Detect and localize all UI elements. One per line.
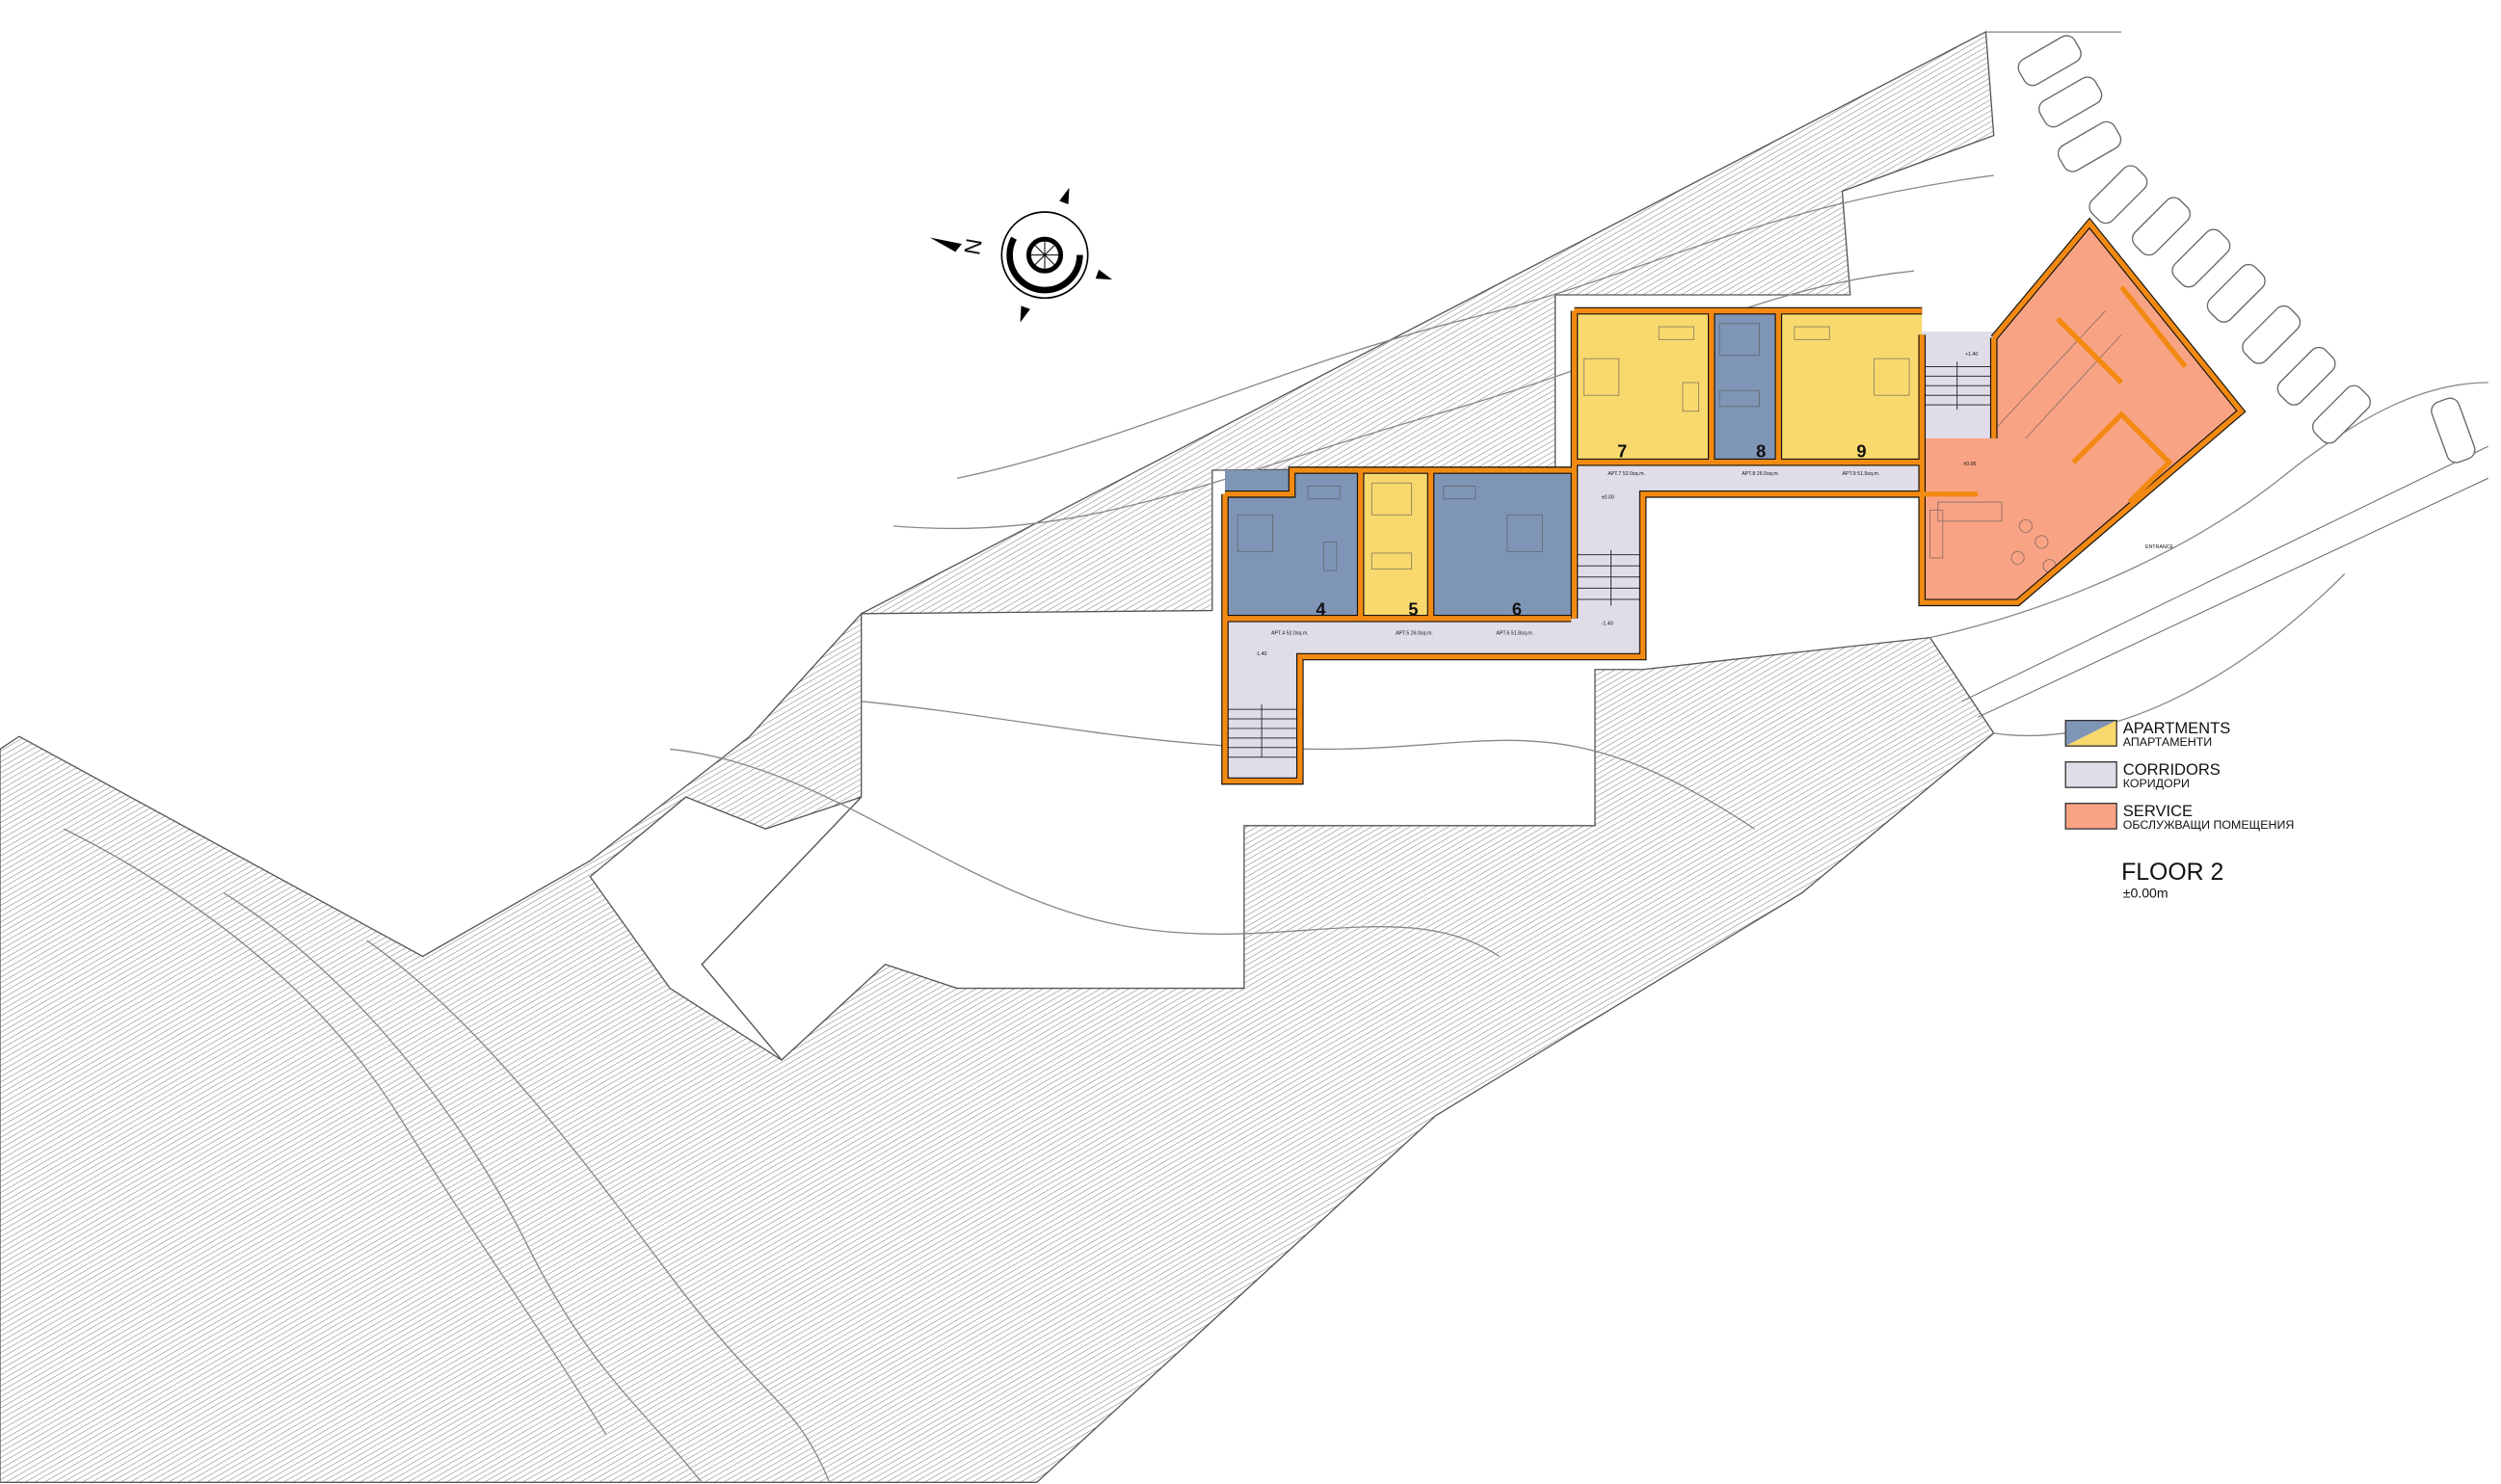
- contour-line: [861, 701, 1755, 830]
- legend-label: CORRIDORS: [2123, 760, 2221, 779]
- car-icon: [2312, 384, 2371, 444]
- compass-north-label: N: [959, 237, 987, 257]
- contour-line: [63, 828, 607, 1436]
- walls: [1221, 217, 2247, 785]
- legend-sublabel: АПАРТАМЕНТИ: [2123, 735, 2212, 749]
- parking: [2017, 35, 2476, 464]
- building: 4 5 6 7 8 9 APT.4 52.0sq.m. APT.5 26.0sq…: [1221, 217, 2247, 785]
- terrain: [0, 31, 2488, 1484]
- apartment-area-label: APT.7 52.0sq.m.: [1608, 471, 1645, 477]
- car-icon: [2276, 346, 2336, 406]
- contour-line: [892, 270, 1915, 530]
- apartment-6: [1430, 469, 1575, 619]
- contour-line: [1993, 573, 2346, 737]
- car-icon: [2038, 76, 2103, 128]
- level-mark: ±0.00: [1602, 495, 1614, 501]
- car-icon: [2017, 35, 2082, 87]
- contour-line: [670, 748, 1501, 958]
- legend-sublabel: КОРИДОРИ: [2123, 777, 2190, 790]
- plaza-outline: [589, 796, 863, 1061]
- car-icon: [2242, 305, 2301, 364]
- entrance-label: ENTRANCE: [2145, 544, 2174, 550]
- car-icon: [2431, 397, 2476, 464]
- hatched-slope-lower: [0, 612, 1995, 1484]
- legend-item-apartments: APARTMENTS АПАРТАМЕНТИ: [2064, 719, 2230, 749]
- stair-left: [1225, 618, 1300, 782]
- level-mark: -1.40: [1255, 651, 1266, 657]
- apartment-9: [1778, 310, 1923, 463]
- contour-line: [366, 940, 831, 1483]
- car-icon: [2206, 263, 2266, 323]
- apartment-8: [1711, 310, 1779, 463]
- apartment-number: 9: [1856, 442, 1866, 462]
- contour-line: [956, 174, 1994, 479]
- legend-label: APARTMENTS: [2123, 719, 2230, 737]
- apartment-number: 5: [1408, 600, 1418, 620]
- car-icon: [2057, 120, 2122, 172]
- apartment-number: 8: [1756, 442, 1766, 462]
- legend-item-corridors: CORRIDORS КОРИДОРИ: [2064, 760, 2221, 790]
- apartment-number: 7: [1617, 442, 1627, 462]
- apartment-area-label: APT.5 26.0sq.m.: [1396, 630, 1433, 636]
- legend-label: SERVICE: [2123, 802, 2193, 820]
- floor-title: FLOOR 2: [2121, 860, 2223, 886]
- apartment-area-label: APT.4 52.0sq.m.: [1271, 630, 1309, 636]
- contour-line: [1929, 382, 2488, 639]
- legend: APARTMENTS АПАРТАМЕНТИ CORRIDORS КОРИДОР…: [2064, 719, 2295, 900]
- car-icon: [2132, 197, 2191, 256]
- hatched-slope-upper: [861, 31, 1995, 615]
- level-mark: ±0.00: [1963, 462, 1976, 467]
- car-icon: [2171, 228, 2231, 288]
- contour-line: [223, 891, 703, 1483]
- apartment-5: [1360, 469, 1431, 619]
- car-icon: [2089, 165, 2148, 225]
- level-mark: -1.40: [1602, 621, 1613, 626]
- legend-sublabel: ОБСЛУЖВАЩИ ПОМЕЩЕНИЯ: [2123, 818, 2295, 832]
- compass-icon: N: [929, 187, 1112, 323]
- apartment-7: [1574, 310, 1712, 463]
- apartment-area-label: APT.9 51.9sq.m.: [1842, 471, 1879, 477]
- apartment-number: 6: [1512, 600, 1522, 620]
- apartment-area-label: APT.8 26.0sq.m.: [1742, 471, 1779, 477]
- level-mark: +1.40: [1965, 352, 1978, 358]
- apartment-number: 4: [1316, 600, 1326, 620]
- floor-level: ±0.00m: [2123, 885, 2168, 900]
- apartment-area-label: APT.6 51.8sq.m.: [1496, 630, 1533, 636]
- legend-item-service: SERVICE ОБСЛУЖВАЩИ ПОМЕЩЕНИЯ: [2064, 802, 2295, 832]
